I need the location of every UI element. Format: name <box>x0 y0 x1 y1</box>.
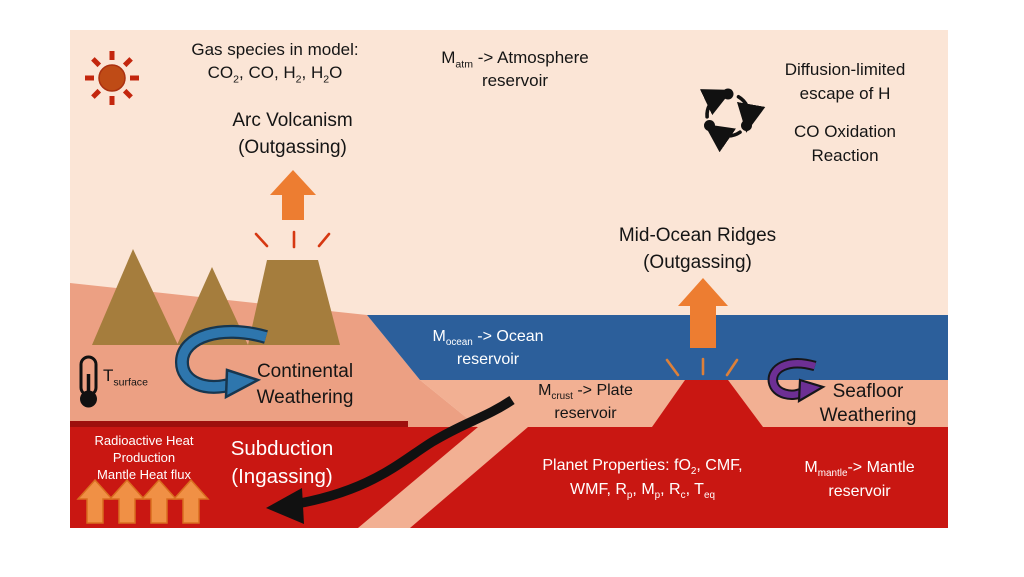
heat-flux-arrows-icon <box>76 478 210 524</box>
arc-volcanism-label: Arc Volcanism (Outgassing) <box>200 107 385 161</box>
mantle-reservoir-line1: Mmantle-> Mantle <box>804 459 915 480</box>
atmosphere-reservoir-label: Matm -> Atmosphere reservoir <box>440 46 590 92</box>
t-surface-label: Tsurface <box>103 366 198 389</box>
co-oxidation-label: CO Oxidation Reaction <box>755 120 935 168</box>
diffusion-line1: Diffusion-limited <box>784 60 906 79</box>
mantle-reservoir-line2: reservoir <box>828 483 891 500</box>
mantle-layer <box>70 427 948 528</box>
subduction-line1: Subduction <box>230 437 334 460</box>
diffusion-line2: escape of H <box>799 84 891 103</box>
co-oxidation-line1: CO Oxidation <box>793 122 897 141</box>
radioactive-heat-label: Radioactive Heat Production Mantle Heat … <box>73 432 215 483</box>
ocean-reservoir-label: Mocean -> Ocean reservoir <box>413 325 563 371</box>
co-oxidation-line2: Reaction <box>811 146 879 165</box>
mid-ocean-ridge-arrow-icon <box>678 278 728 348</box>
subducting-slab <box>358 427 528 528</box>
gas-species-line2: CO2, CO, H2, H2O <box>207 63 343 86</box>
seafloor-weathering-line1: Seafloor <box>832 381 904 402</box>
radioactive-line1: Radioactive Heat <box>94 433 194 448</box>
mid-ocean-ridges-label: Mid-Ocean Ridges (Outgassing) <box>595 222 800 276</box>
seafloor-weathering-arrow-icon <box>767 358 826 403</box>
mountain-1 <box>92 249 178 345</box>
planet-properties-line2: WMF, Rp, Mp, Rc, Teq <box>570 481 715 502</box>
ocean-reservoir-line1: Mocean -> Ocean <box>432 328 544 349</box>
gas-species-line1: Gas species in model: <box>191 40 359 59</box>
atmosphere-reservoir-line2: reservoir <box>481 71 549 90</box>
atmosphere-reservoir-line1: Matm -> Atmosphere <box>441 48 589 71</box>
gas-species-label: Gas species in model: CO2, CO, H2, H2O <box>180 38 370 86</box>
mid-ocean-ridge <box>652 380 763 427</box>
plate-reservoir-line2: reservoir <box>554 405 617 422</box>
subduction-line2: (Ingassing) <box>231 465 333 488</box>
arc-volcanism-line2: (Outgassing) <box>238 137 347 158</box>
seafloor-weathering-label: Seafloor Weathering <box>783 380 953 428</box>
planet-volatile-cycle-diagram: Gas species in model: CO2, CO, H2, H2O M… <box>70 30 948 528</box>
arc-volcanism-arrow-icon <box>270 170 316 220</box>
thermometer-icon <box>79 355 98 408</box>
t-surface-text: Tsurface <box>103 366 148 389</box>
seafloor-weathering-line2: Weathering <box>819 405 917 426</box>
arc-volcanism-line1: Arc Volcanism <box>232 110 353 131</box>
subduction-label: Subduction (Ingassing) <box>198 435 366 491</box>
ridge-vent-rays-icon <box>665 357 739 377</box>
mid-ocean-ridges-line1: Mid-Ocean Ridges <box>618 225 777 246</box>
planet-properties-label: Planet Properties: fO2, CMF, WMF, Rp, Mp… <box>515 454 770 502</box>
plate-reservoir-label: Mcrust -> Plate reservoir <box>508 379 663 425</box>
diffusion-escape-label: Diffusion-limited escape of H <box>755 58 935 106</box>
continental-weathering-line1: Continental <box>256 361 354 382</box>
planet-properties-line1: Planet Properties: fO2, CMF, <box>542 457 743 478</box>
subduction-arrow-icon <box>266 396 515 524</box>
continental-weathering-arrow-icon <box>175 324 268 400</box>
volcano-eruption-rays-icon <box>254 230 331 249</box>
volcano <box>248 260 340 345</box>
mantle-boundary-line <box>70 421 408 427</box>
mantle-reservoir-label: Mmantle-> Mantle reservoir <box>777 456 942 504</box>
sun-icon <box>85 51 139 105</box>
continental-weathering-label: Continental Weathering <box>215 359 395 411</box>
ocean-reservoir-line2: reservoir <box>456 351 520 368</box>
radioactive-line3: Mantle Heat flux <box>97 467 191 482</box>
plate-reservoir-line1: Mcrust -> Plate <box>538 382 633 403</box>
radioactive-line2: Production <box>112 450 176 465</box>
mid-ocean-ridges-line2: (Outgassing) <box>643 252 752 273</box>
land-layer <box>70 283 478 427</box>
diagram-graphics <box>70 30 948 528</box>
cycle-arrows-icon <box>699 88 766 153</box>
continental-weathering-line2: Weathering <box>256 387 354 408</box>
